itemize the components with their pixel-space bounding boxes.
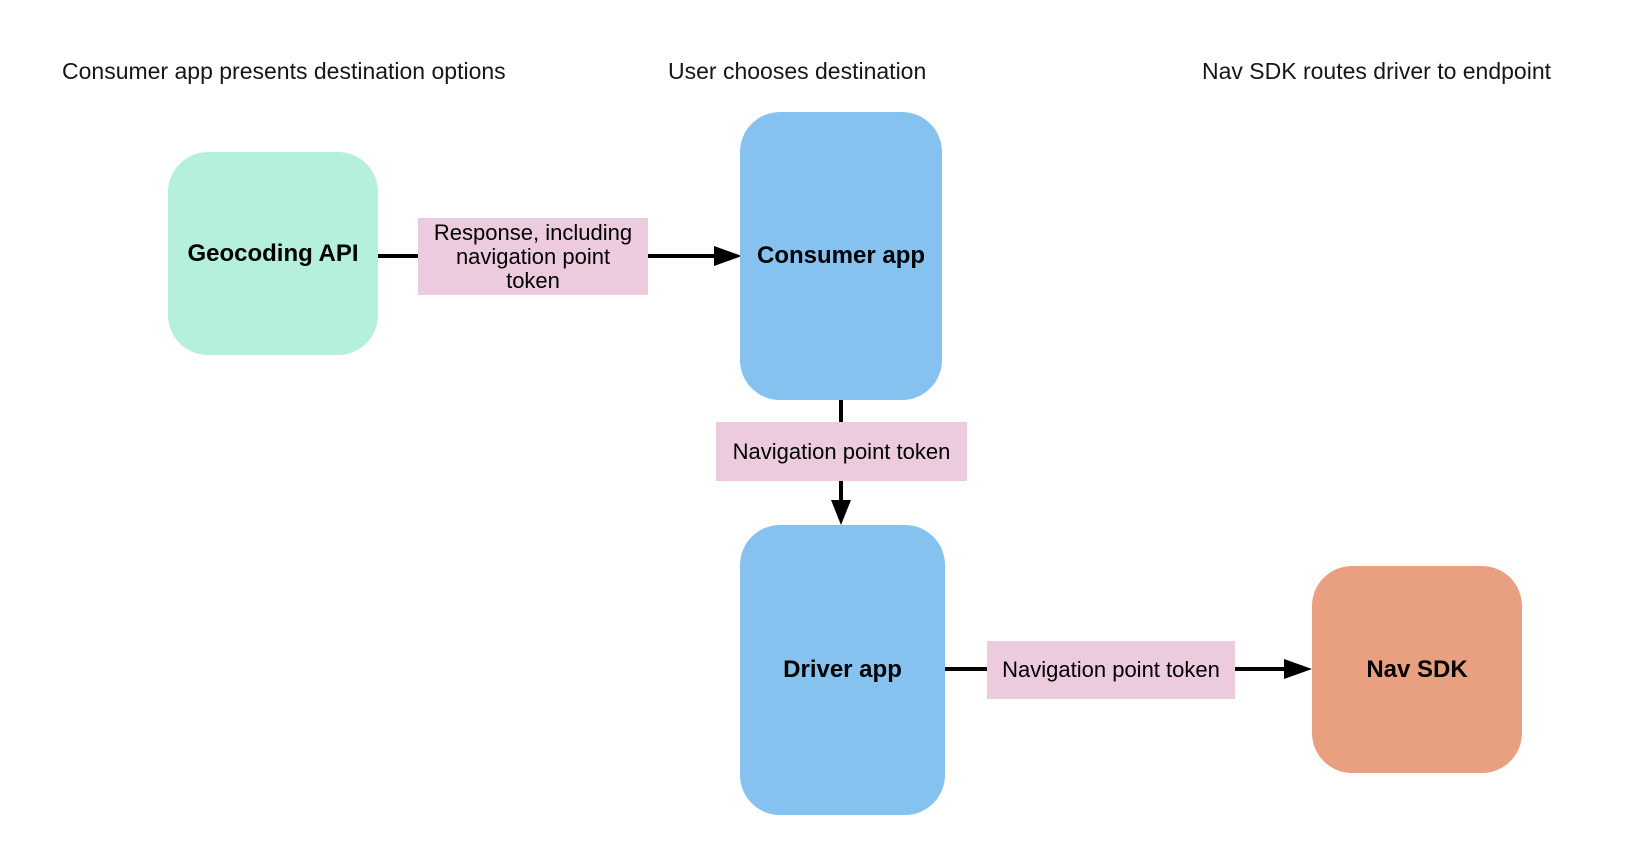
node-driver-app: Driver app [740,525,945,815]
edge-label-navigation-point-token: Navigation point token [987,641,1235,699]
node-nav-sdk: Nav SDK [1312,566,1522,773]
arrowhead-right-icon [1284,659,1312,679]
node-label-nav-sdk: Nav SDK [1366,655,1468,683]
node-consumer-app: Consumer app [740,112,942,400]
node-label-geocoding-api: Geocoding API [187,239,359,267]
stage-heading-nav-sdk-routes: Nav SDK routes driver to endpoint [1202,58,1552,84]
arrowhead-down-icon [831,500,851,525]
node-geocoding-api: Geocoding API [168,152,378,355]
node-label-driver-app: Driver app [783,656,902,683]
stage-heading-consumer-presents: Consumer app presents destination option… [62,58,506,84]
node-label-consumer-app: Consumer app [756,242,926,269]
edge-label-response-including-token: Response, including navigation point tok… [418,218,648,295]
stage-heading-user-chooses: User chooses destination [668,58,927,84]
arrowhead-right-icon [714,246,742,266]
edge-label-navigation-point-token: Navigation point token [716,422,967,481]
